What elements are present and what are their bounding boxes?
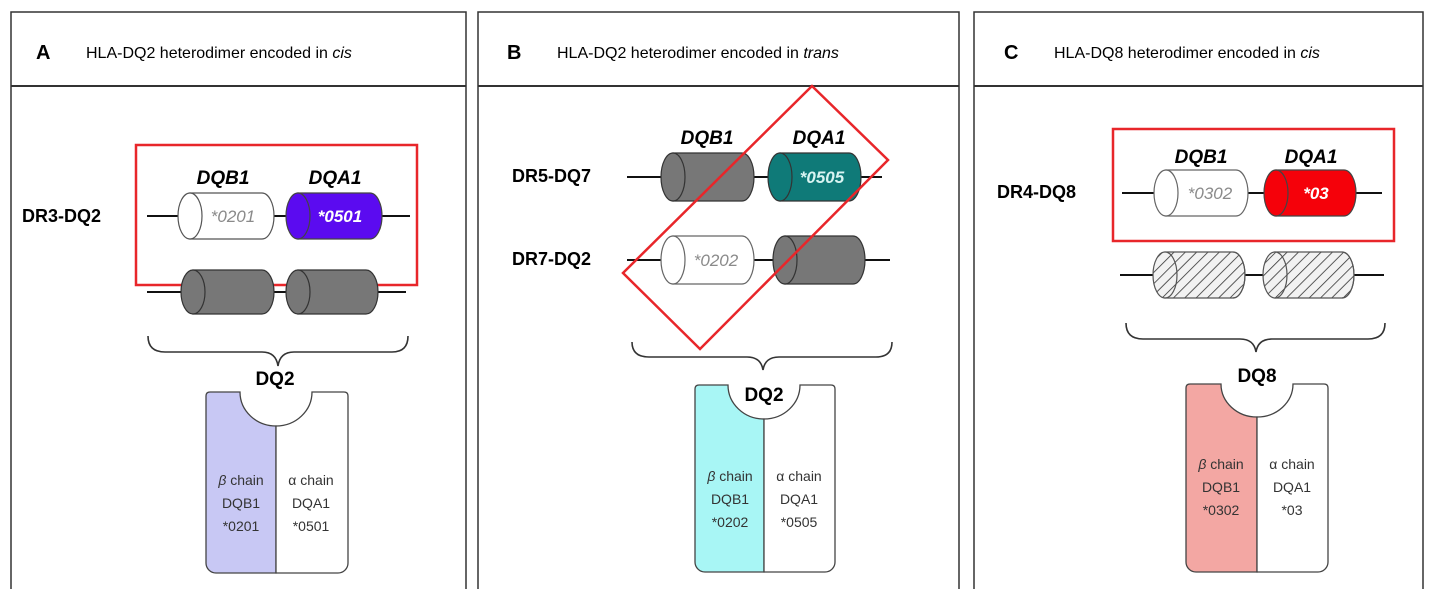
beta-chain-label: β chain (217, 472, 263, 488)
beta-chain-gene: DQB1 (1202, 479, 1240, 495)
alpha-chain-shape (763, 384, 836, 573)
panel-title: HLA-DQ8 heterodimer encoded in cis (1054, 45, 1320, 62)
curly-brace (1125, 322, 1386, 353)
beta-chain-label: β chain (706, 468, 752, 484)
gene-dqa1-cylinder (1263, 169, 1357, 217)
gene-header-dqb1: DQB1 (1175, 147, 1228, 168)
alpha-chain-gene: DQA1 (292, 495, 330, 511)
cis-highlight-box (134, 143, 419, 287)
beta-chain-label: β chain (1197, 456, 1243, 472)
beta-chain-gene: DQB1 (222, 495, 260, 511)
beta-chain-allele: *0201 (223, 518, 260, 534)
cis-highlight-box (1111, 127, 1396, 243)
gene-cylinder (285, 269, 379, 315)
panel-c: C HLA-DQ8 heterodimer encoded in cis DQB… (973, 11, 1424, 589)
gene-header-dqb1: DQB1 (681, 128, 734, 149)
gene-header-dqa1: DQA1 (793, 128, 846, 149)
haplotype-label: DR5-DQ7 (512, 166, 591, 186)
alpha-chain-gene: DQA1 (1273, 479, 1311, 495)
gene-dqa1-cylinder (767, 152, 862, 202)
panel-title: HLA-DQ2 heterodimer encoded in trans (557, 45, 839, 62)
haplotype-label: DR3-DQ2 (22, 206, 101, 226)
gene-cylinder (660, 152, 755, 202)
gene-dqb1-cylinder (1153, 169, 1249, 217)
allele-label-dqb1: *0302 (1188, 184, 1233, 203)
molecule-label: DQ2 (744, 385, 783, 406)
molecule-label: DQ2 (255, 369, 294, 390)
panel-c-frame (973, 11, 1424, 589)
gene-dqa1-cylinder (285, 192, 383, 240)
beta-chain-shape (205, 391, 277, 574)
gene-header-dqb1: DQB1 (197, 168, 250, 189)
gene-header-dqa1: DQA1 (1285, 147, 1338, 168)
molecule-label: DQ8 (1237, 366, 1276, 387)
alpha-chain-gene: DQA1 (780, 491, 818, 507)
panel-title: HLA-DQ2 heterodimer encoded in cis (86, 45, 352, 62)
allele-label-dqb1: *0201 (211, 207, 255, 226)
panel-b: B HLA-DQ2 heterodimer encoded in trans D… (477, 11, 960, 589)
alpha-chain-allele: *0501 (293, 518, 330, 534)
alpha-chain-shape (1256, 383, 1329, 573)
hatched-gene-cylinder (1262, 251, 1355, 299)
panel-b-frame (477, 11, 960, 589)
haplotype-label: DR7-DQ2 (512, 249, 591, 269)
gene-cylinder (772, 235, 866, 285)
alpha-chain-shape (275, 391, 349, 574)
allele-label-dqa1: *0505 (800, 168, 845, 187)
alpha-chain-label: α chain (1269, 456, 1314, 472)
gene-dqb1-cylinder (660, 235, 755, 285)
allele-label-dqa1: *0501 (318, 207, 362, 226)
gene-header-dqa1: DQA1 (309, 168, 362, 189)
gene-dqb1-cylinder (177, 192, 275, 240)
panel-letter: B (507, 42, 521, 64)
panel-letter: A (36, 42, 50, 64)
allele-label-dqa1: *03 (1303, 184, 1329, 203)
alpha-chain-allele: *0505 (781, 514, 818, 530)
gene-cylinder (180, 269, 275, 315)
hatched-gene-cylinder (1152, 251, 1246, 299)
beta-chain-shape (1185, 383, 1258, 573)
trans-highlight-box (621, 84, 890, 351)
haplotype-label: DR4-DQ8 (997, 182, 1076, 202)
curly-brace (631, 341, 893, 371)
beta-chain-allele: *0302 (1203, 502, 1240, 518)
alpha-chain-label: α chain (288, 472, 333, 488)
beta-chain-shape (694, 384, 765, 573)
beta-chain-gene: DQB1 (711, 491, 749, 507)
curly-brace (147, 335, 409, 367)
panel-a-frame (10, 11, 467, 589)
allele-label-dqb1: *0202 (694, 251, 739, 270)
panel-letter: C (1004, 42, 1018, 64)
beta-chain-allele: *0202 (712, 514, 749, 530)
alpha-chain-allele: *03 (1281, 502, 1302, 518)
alpha-chain-label: α chain (776, 468, 821, 484)
panel-a: A HLA-DQ2 heterodimer encoded in cis DQB… (10, 11, 467, 589)
